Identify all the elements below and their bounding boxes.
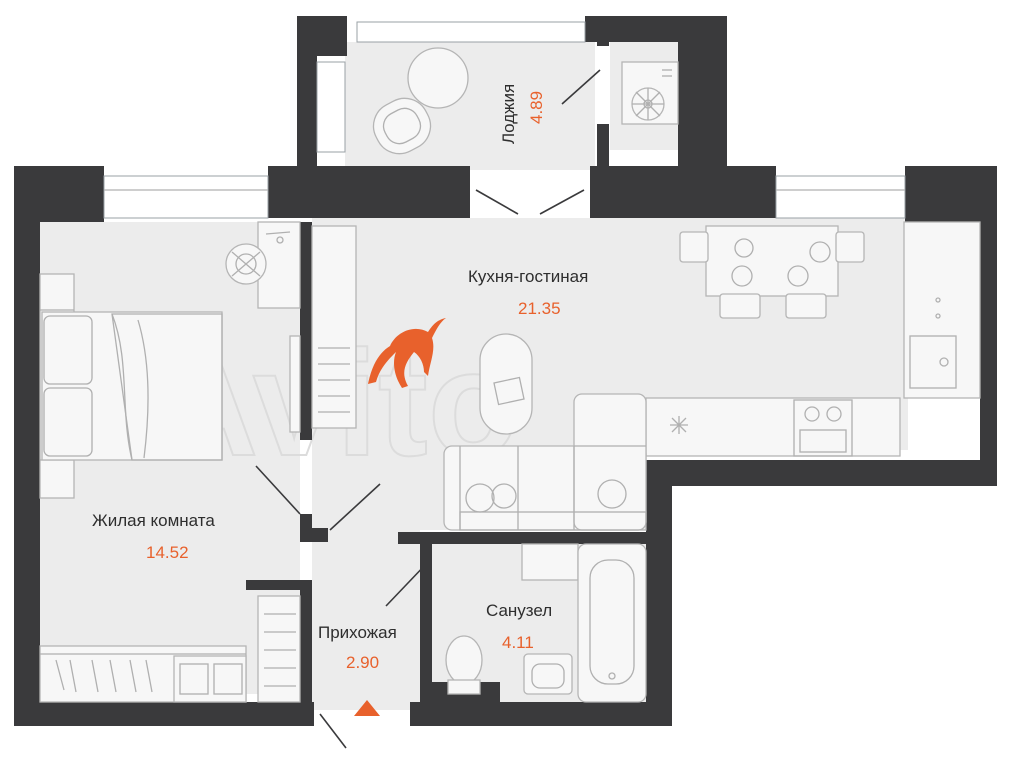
bathtub-icon [577,543,647,703]
window-living [103,175,269,219]
toilet-icon [445,635,483,685]
cat-icon [368,318,446,388]
window-loggia-top [356,21,586,43]
kitchen-counter-bottom [645,397,901,457]
loggia-area: 4.89 [527,91,546,124]
hall-name: Прихожая [318,623,397,642]
bathroom-furniture [445,543,647,703]
windows [103,21,906,219]
window-kitchen [775,175,906,219]
walls [14,16,997,726]
round-table-icon [407,47,469,109]
bed-icon [41,311,223,461]
kitchen-area: 21.35 [518,299,561,318]
sofa-icon [443,393,647,531]
kitchen-shelf [311,225,357,429]
kitchen-counter-right [903,221,981,399]
loggia-floor [345,42,595,170]
room-labels: Лоджия 4.89 Кухня-гостиная 21.35 Жилая к… [92,84,588,672]
living-room-name: Жилая комната [92,511,215,530]
coffee-table-icon [479,333,533,435]
door-swings [255,69,601,749]
storage-boxes [173,655,247,703]
loggia-furniture [372,47,679,155]
hall-furniture [257,225,357,703]
loggia-name: Лоджия [499,84,518,144]
bathroom-area: 4.11 [502,633,534,652]
kitchen-furniture [368,221,981,531]
hall-floor [312,530,420,710]
living-room-furniture [39,221,301,703]
window-loggia-left [316,61,346,153]
washing-machine-icon [521,543,579,581]
entrance-arrow-icon [354,700,380,716]
hall-area: 2.90 [346,653,379,672]
dining-table-icon [705,225,839,297]
armchair-icon [372,97,432,155]
sink-icon [523,653,573,695]
kitchen-name: Кухня-гостиная [468,267,588,286]
bathroom-name: Санузел [486,601,552,620]
living-room-area: 14.52 [146,543,189,562]
